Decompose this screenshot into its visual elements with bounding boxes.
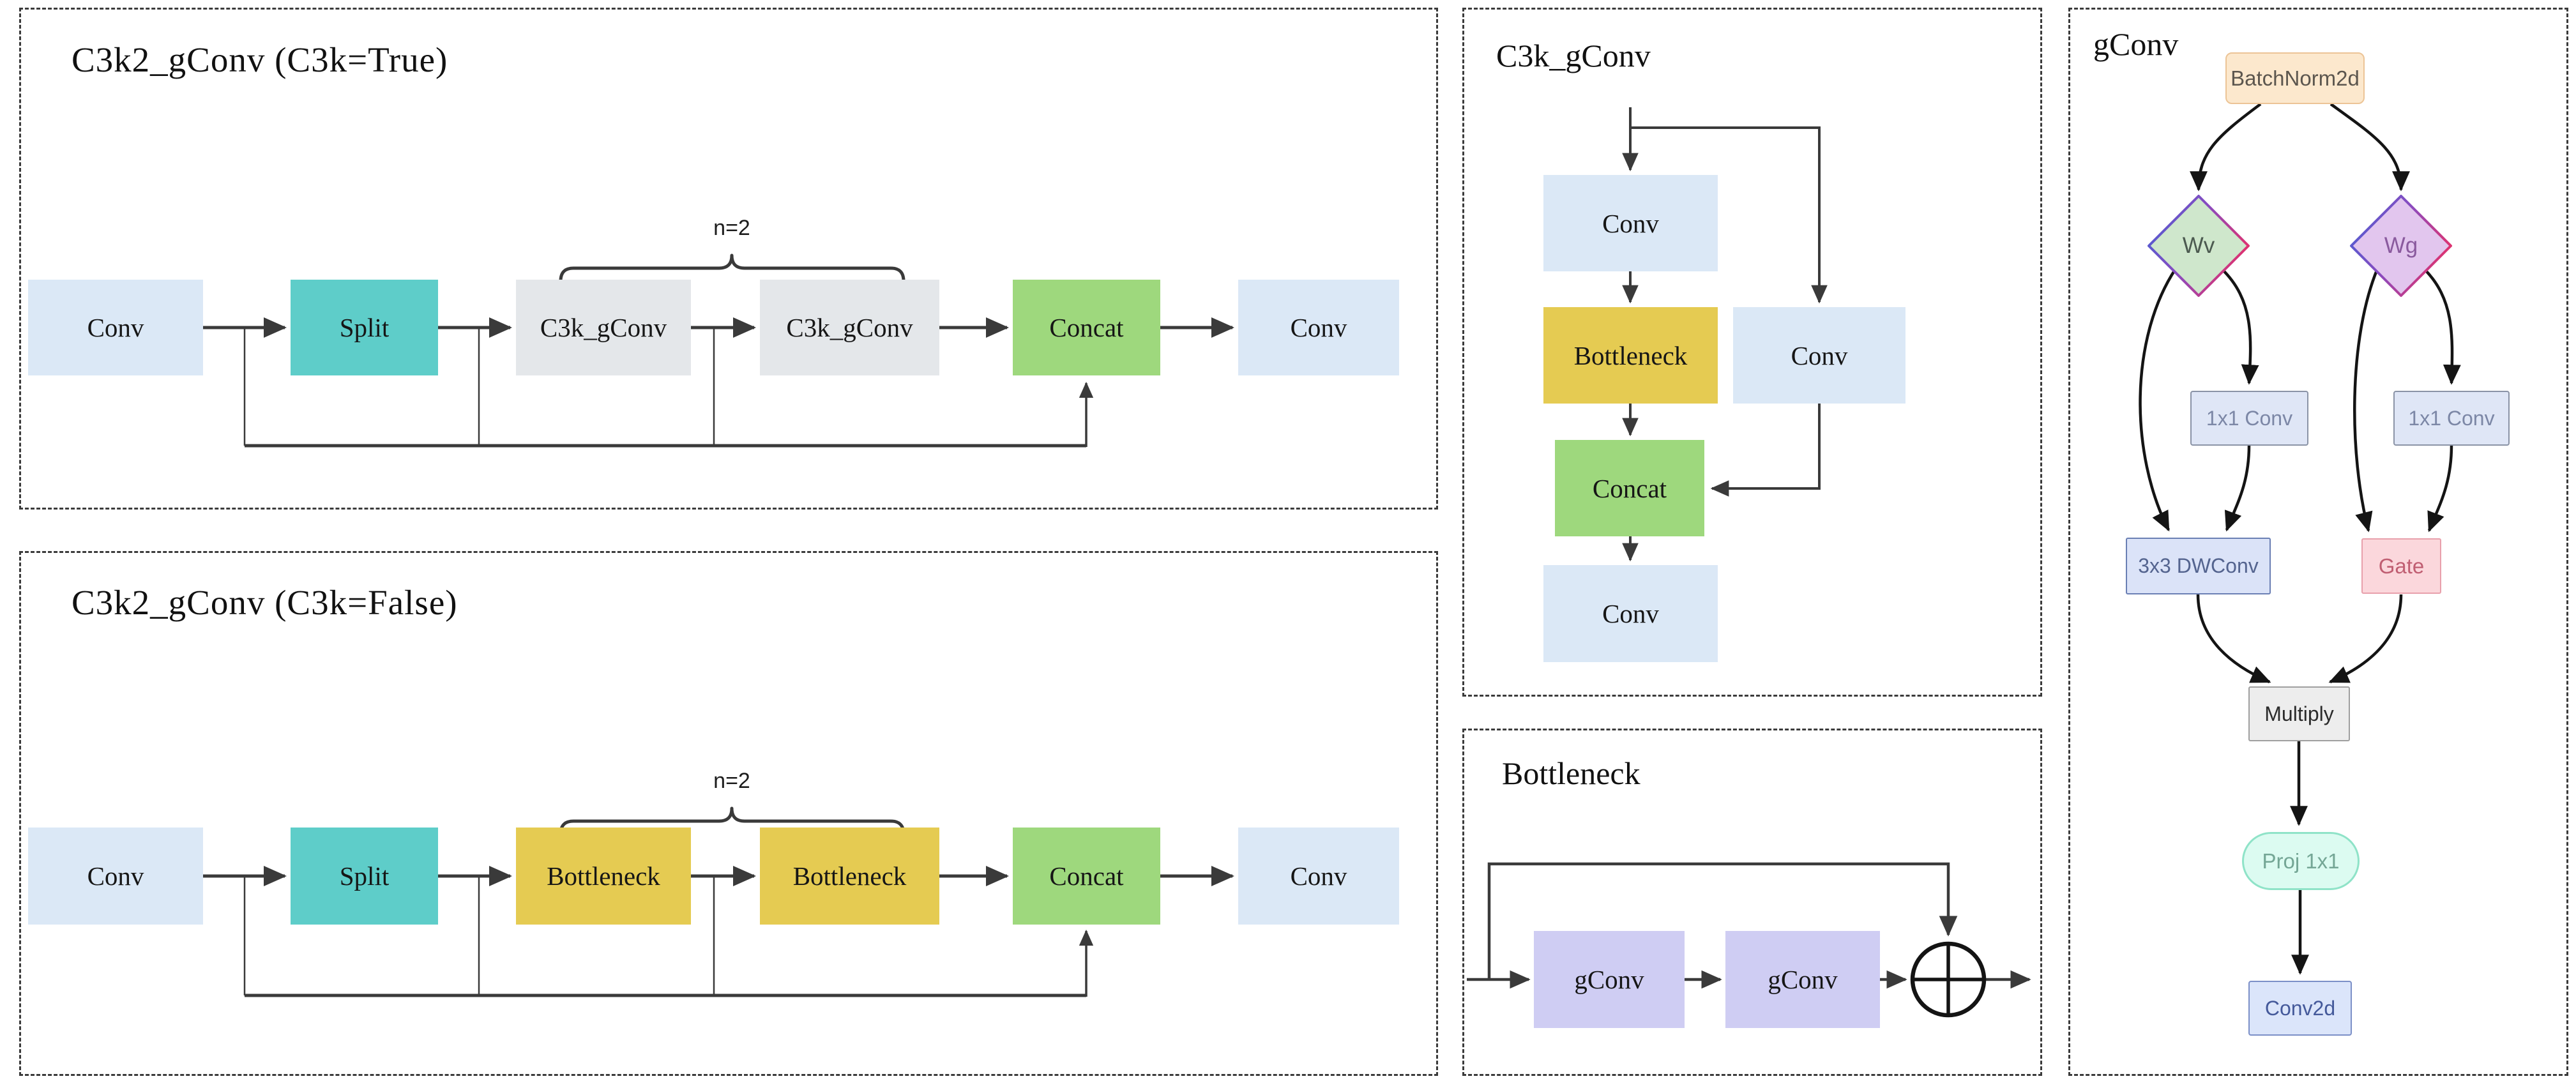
node-gconv-2: gConv [1725, 931, 1880, 1028]
node-conv-shortcut: Conv [1733, 307, 1905, 404]
panel-c3k2-true [19, 8, 1438, 510]
title-c3k2-false: C3k2_gConv (C3k=False) [72, 583, 458, 622]
node-bottleneck-1: Bottleneck [516, 828, 691, 925]
node-c3k-gconv-2: C3k_gConv [760, 280, 939, 375]
node-conv-input: Conv [28, 828, 203, 925]
node-bottleneck-2: Bottleneck [760, 828, 939, 925]
node-batchnorm2d: BatchNorm2d [2225, 52, 2365, 104]
node-gate: Gate [2361, 538, 2441, 594]
node-concat: Concat [1013, 828, 1160, 925]
repeat-label-top: n=2 [713, 215, 750, 240]
node-3x3-dwconv: 3x3 DWConv [2126, 538, 2271, 594]
title-bottleneck: Bottleneck [1502, 755, 1640, 791]
node-proj-1x1: Proj 1x1 [2242, 832, 2360, 890]
wv-label: Wv [2182, 233, 2215, 258]
node-conv-output: Conv [1238, 828, 1399, 925]
panel-bottleneck [1462, 729, 2042, 1076]
node-1x1-conv-right: 1x1 Conv [2393, 391, 2510, 446]
node-multiply: Multiply [2248, 686, 2350, 741]
node-split: Split [291, 280, 438, 375]
node-split: Split [291, 828, 438, 925]
node-conv2d: Conv2d [2248, 981, 2352, 1036]
title-c3k2-true: C3k2_gConv (C3k=True) [72, 40, 448, 79]
repeat-label-bottom: n=2 [713, 768, 750, 793]
title-gconv: gConv [2093, 26, 2179, 62]
wg-label: Wg [2384, 233, 2418, 258]
title-c3k-gconv: C3k_gConv [1496, 38, 1651, 73]
panel-gconv [2068, 8, 2568, 1076]
node-concat: Concat [1555, 440, 1704, 536]
panel-c3k2-false [19, 551, 1438, 1076]
node-conv-input: Conv [28, 280, 203, 375]
node-1x1-conv-left: 1x1 Conv [2190, 391, 2308, 446]
panel-c3k-gconv [1462, 8, 2042, 697]
node-conv-top: Conv [1543, 175, 1718, 271]
node-bottleneck: Bottleneck [1543, 307, 1718, 404]
node-concat: Concat [1013, 280, 1160, 375]
node-c3k-gconv-1: C3k_gConv [516, 280, 691, 375]
node-conv-bottom: Conv [1543, 565, 1718, 662]
node-gconv-1: gConv [1534, 931, 1685, 1028]
node-conv-output: Conv [1238, 280, 1399, 375]
